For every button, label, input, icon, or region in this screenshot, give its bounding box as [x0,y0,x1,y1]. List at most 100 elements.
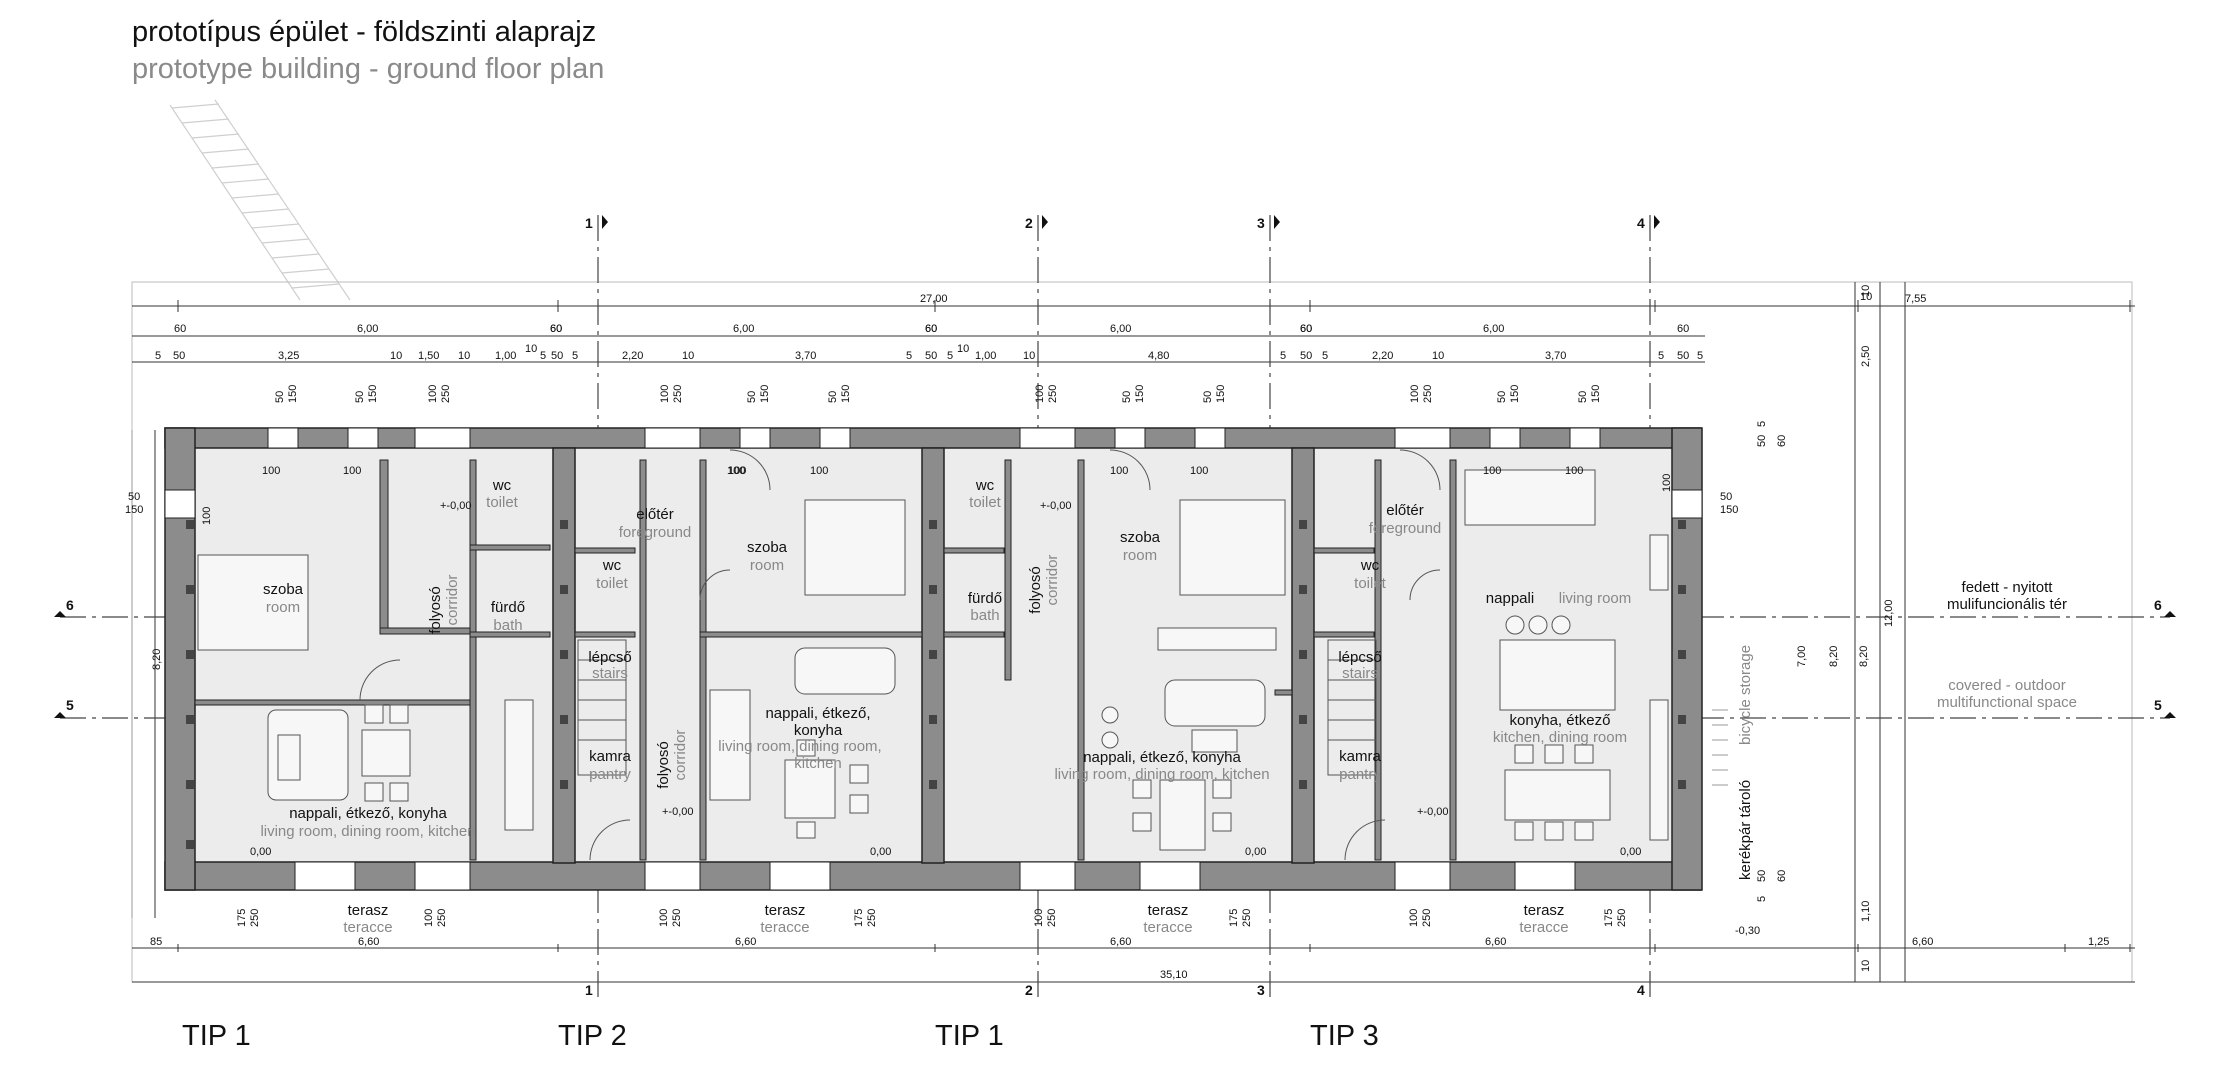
u1-folyoso-hu: folyosó [427,586,444,634]
bicycle-racks [1712,709,1728,786]
axis-label-bottom-3: 3 [1257,982,1265,998]
unit-3-labels: wc toilet fürdő bath folyosó corridor sz… [968,477,1270,936]
oh-top-4: 100 [427,385,439,403]
detail-dim-8: 5 [540,350,546,362]
bottom-dim-0: 85 [150,936,162,948]
detail-dim-11: 2,20 [622,350,643,362]
u3-wc-hu: wc [975,477,995,494]
detail-dim-22: 50 [1300,350,1312,362]
plan-title: prototípus épület - földszinti alaprajz [132,16,597,48]
plan-subtitle: prototype building - ground floor plan [132,53,605,85]
axis-label-right-5: 5 [2154,697,2162,713]
oh-bot-13: 250 [1421,909,1433,927]
u1-szoba-hu: szoba [263,581,304,598]
axis-label-right-6: 6 [2154,597,2162,613]
level-7: 0,00 [1245,846,1266,858]
u1-terasz-hu: terasz [348,902,389,919]
unit-type-4: TIP 3 [1310,1020,1379,1052]
dim-small-10: 10 [1860,291,1872,303]
right-dim-5a: 5 [1756,421,1768,427]
detail-dim-7: 10 [525,343,537,355]
axis-label-bottom-2: 2 [1025,982,1033,998]
level-6: 0,00 [870,846,891,858]
detail-dim-18: 1,00 [975,350,996,362]
window-w-4: 100 [1110,465,1128,477]
oh-bot-11: 250 [1241,909,1253,927]
right-dim-820a: 8,20 [1828,646,1840,667]
left-dim-150: 150 [125,504,143,516]
oh-bot-8: 100 [1033,909,1045,927]
right-dim-10a: 10 [1860,285,1872,297]
detail-dim-13: 3,70 [795,350,816,362]
level-1: +-0,00 [440,500,472,512]
u2-lepcso-en: stairs [592,665,628,682]
u3-furdo-en: bath [970,607,999,624]
u1-folyoso-en: corridor [444,575,461,626]
detail-dim-10: 5 [572,350,578,362]
u2-szoba-hu: szoba [747,539,788,556]
axis-label-top-1: 1 [585,215,593,231]
u3-folyoso-en: corridor [1044,555,1061,606]
axis-label-top-3: 3 [1257,215,1265,231]
window-w-6: 100 [1483,465,1501,477]
u2-wc-en: toilet [596,575,629,592]
bottom-dim-6: 1,25 [2088,936,2109,948]
u3-nappali-en: living room, dining room, kitchen [1054,766,1269,783]
bottom-dim-4: 6,60 [1485,936,1506,948]
unit-4-labels: előtér foreground wc toilet lépcső stair… [1338,502,1631,936]
oh-bot-7: 250 [866,909,878,927]
oh-bot-9: 250 [1046,909,1058,927]
u4-terasz-en: teracce [1519,919,1568,936]
overall-bottom-dim: 35,10 [1160,969,1188,981]
detail-dim-23: 5 [1322,350,1328,362]
detail-dim-21: 5 [1280,350,1286,362]
window-w-7: 100 [1565,465,1583,477]
u4-konyha-hu: konyha, étkező [1510,712,1611,729]
oh-top-10: 50 [827,391,839,403]
u4-terasz-hu: terasz [1524,902,1565,919]
u4-kamra-hu: kamra [1339,748,1381,765]
oh-bot-1: 250 [436,909,448,927]
oh-bot-2: 175 [236,909,248,927]
detail-dim-27: 5 [1658,350,1664,362]
u1-nappali-hu: nappali, étkező, konyha [289,805,447,822]
u3-folyoso-hu: folyosó [1027,566,1044,614]
u3-szoba-hu: szoba [1120,529,1161,546]
overall-top-dim: 27,00 [920,293,948,305]
unit-type-2: TIP 2 [558,1020,627,1052]
axis-label-top-2: 2 [1025,215,1033,231]
right-dim-60b: 60 [1776,870,1788,882]
u2-kamra-en: pantry [589,766,631,783]
bike-en: bicycle storage [1737,645,1754,745]
u2-terasz-hu: terasz [765,902,806,919]
oh-top-12: 100 [1034,385,1046,403]
detail-dim-1: 50 [173,350,185,362]
oh-top-7: 250 [672,385,684,403]
bottom-dim-1: 6,60 [358,936,379,948]
detail-dim-3: 10 [390,350,402,362]
oh-top-11: 150 [840,385,852,403]
u1-furdo-en: bath [493,617,522,634]
u3-terasz-en: teracce [1143,919,1192,936]
oh-top-1: 150 [287,385,299,403]
detail-dim-28: 50 [1677,350,1689,362]
module-dim-8: 60 [1300,323,1312,335]
u2-lepcso-hu: lépcső [588,649,631,666]
oh-top-0: 50 [274,391,286,403]
window-w-2: 100 [727,465,745,477]
bottom-dim-5: 6,60 [1912,936,1933,948]
detail-dim-2: 3,25 [278,350,299,362]
u1-wc-en: toilet [486,494,519,511]
oh-bot-4: 100 [658,909,670,927]
level-5: 0,00 [250,846,271,858]
right-dim-60a: 60 [1776,435,1788,447]
module-dim-0: 60 [174,323,186,335]
module-dim-6: 60 [925,323,937,335]
right-dim-700: 7,00 [1796,646,1808,667]
right-dim-1200: 12,00 [1883,599,1895,627]
oh-top-6: 100 [659,385,671,403]
u4-lepcso-hu: lépcső [1338,649,1381,666]
right-dim-10b: 10 [1860,960,1872,972]
unit-type-3: TIP 1 [935,1020,1004,1052]
